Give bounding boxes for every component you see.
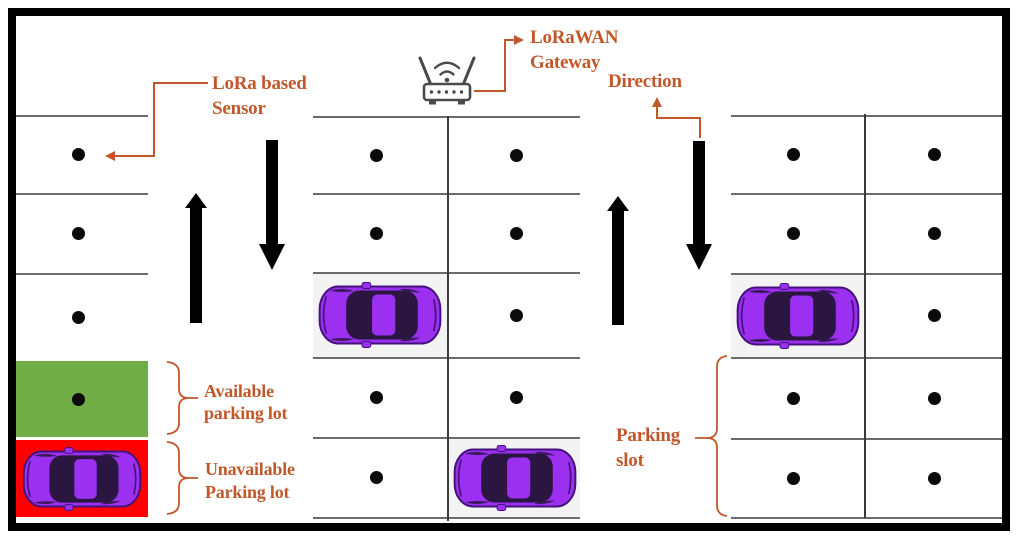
parking-slot-label: Parking slot	[616, 423, 680, 473]
available-label-line2: parking lot	[204, 403, 288, 423]
slot-line	[731, 193, 1002, 195]
lora-sensor-dot	[928, 227, 941, 240]
parking-slot	[449, 358, 580, 437]
parking-slot	[313, 117, 447, 193]
occupied-parking-slot	[731, 274, 864, 357]
parking-slot	[731, 116, 864, 193]
lora-sensor-label-line2: Sensor	[212, 98, 266, 119]
column-divider	[864, 114, 866, 518]
parking-slot	[867, 274, 1002, 357]
slot-line	[313, 116, 580, 118]
parked-car	[18, 447, 146, 511]
lorawan-gateway-label-line2: Gateway	[530, 52, 601, 73]
parked-car	[452, 444, 578, 512]
parking-slot-label-line2: slot	[616, 450, 644, 471]
available-parking-slot	[16, 361, 148, 437]
slot-line	[731, 273, 1002, 275]
lora-sensor-dot	[787, 391, 800, 405]
direction-label: Direction	[608, 71, 682, 92]
parking-slot	[313, 194, 447, 272]
parked-car	[735, 282, 861, 350]
parking-slot	[16, 194, 148, 273]
lora-sensor-dot	[928, 391, 941, 405]
available-label-line1: Available	[204, 381, 274, 401]
parking-slot	[16, 116, 148, 193]
parking-slot-label-line1: Parking	[616, 425, 681, 446]
lora-sensor-dot	[510, 308, 523, 322]
slot-line	[16, 273, 148, 275]
slot-line	[313, 517, 580, 519]
parking-slot	[449, 194, 580, 272]
lora-sensor-label-line1: LoRa based	[212, 73, 307, 94]
lora-sensor-dot	[71, 148, 85, 161]
lora-sensor-dot	[928, 148, 941, 161]
parking-slot	[867, 116, 1002, 193]
diagram-frame	[8, 8, 1010, 531]
column-divider	[447, 116, 449, 521]
slot-line	[16, 115, 148, 117]
lorawan-gateway-label: LoRaWAN Gateway	[530, 25, 619, 75]
lora-sensor-dot	[370, 226, 383, 240]
parking-slot	[16, 274, 148, 361]
parked-car	[317, 281, 443, 349]
unavailable-label-line2: Parking lot	[205, 482, 290, 502]
lora-sensor-dot	[787, 227, 800, 240]
parking-slot	[867, 194, 1002, 273]
parking-slot	[313, 358, 447, 437]
occupied-parking-slot	[313, 273, 447, 357]
lora-sensor-dot	[510, 391, 523, 404]
lora-sensor-dot	[71, 227, 85, 240]
lora-sensor-dot	[370, 148, 383, 162]
lora-sensor-dot	[370, 391, 383, 404]
parking-slot	[731, 439, 864, 517]
lora-sensor-dot	[71, 311, 85, 324]
unavailable-parking-slot	[16, 440, 148, 517]
available-parking-label: Available parking lot	[204, 380, 288, 424]
slot-line	[16, 193, 148, 195]
unavailable-parking-label: Unavailable Parking lot	[205, 458, 295, 504]
slot-line	[313, 193, 580, 195]
lorawan-gateway-label-line1: LoRaWAN	[530, 27, 619, 48]
slot-line	[313, 357, 580, 359]
parking-slot	[313, 438, 447, 517]
lora-sensor-dot	[510, 226, 523, 240]
occupied-parking-slot	[449, 438, 580, 517]
lora-sensor-dot	[787, 471, 800, 485]
unavailable-label-line1: Unavailable	[205, 459, 295, 479]
slot-line	[313, 272, 580, 274]
parking-slot	[731, 358, 864, 438]
lora-sensor-label: LoRa based Sensor	[212, 71, 307, 121]
slot-line	[731, 115, 1002, 117]
slot-line	[731, 438, 1002, 440]
slot-line	[731, 357, 1002, 359]
lora-sensor-dot	[928, 309, 941, 322]
lora-sensor-dot	[71, 392, 85, 406]
slot-line	[731, 517, 1002, 519]
lora-sensor-dot	[370, 471, 383, 484]
parking-slot	[449, 117, 580, 193]
lora-sensor-dot	[928, 471, 941, 485]
parking-slot	[867, 439, 1002, 517]
parking-slot	[867, 358, 1002, 438]
parking-slot	[731, 194, 864, 273]
parking-slot	[449, 273, 580, 357]
lora-sensor-dot	[787, 148, 800, 161]
slot-line	[313, 437, 580, 439]
lora-sensor-dot	[510, 148, 523, 162]
